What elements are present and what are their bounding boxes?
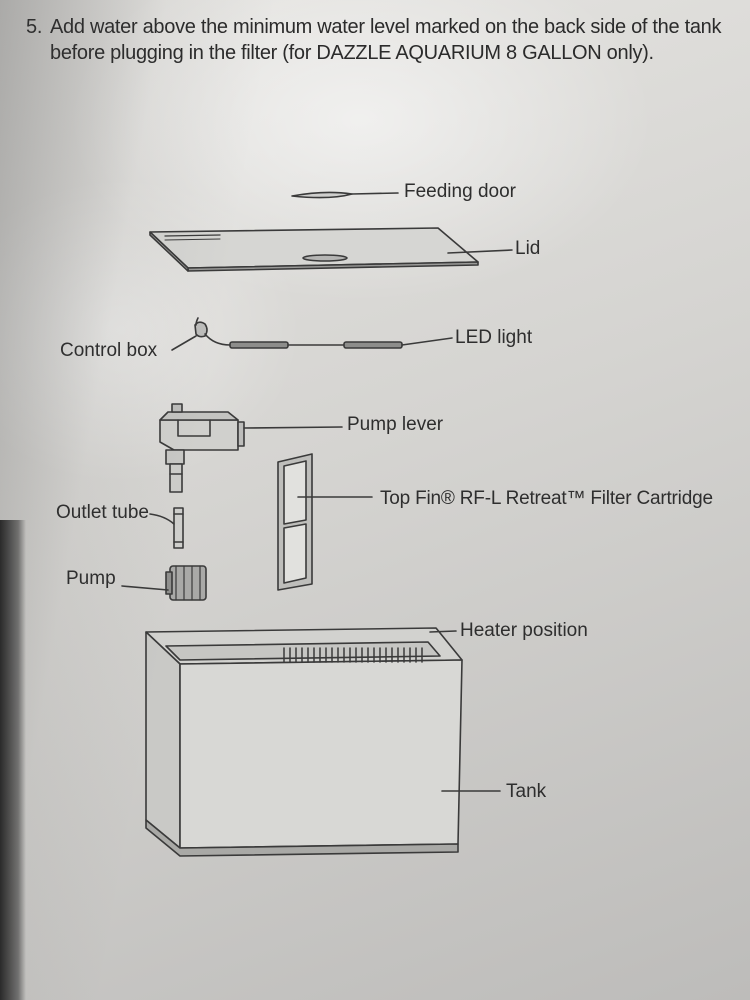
pump-drawing [121,565,207,601]
tank-drawing [145,627,501,857]
label-pump: Pump [66,568,116,589]
label-lid: Lid [515,238,541,259]
filter-cartridge-drawing [277,453,373,591]
instruction-line-1: Add water above the minimum water level … [50,16,722,38]
label-filter-cartridge: Top Fin® RF-L Retreat™ Filter Cartridge [380,488,713,509]
led-light-drawing [171,317,453,351]
instruction-line-2: before plugging in the filter (for DAZZL… [50,42,654,64]
label-tank: Tank [506,781,547,802]
label-heater-position: Heater position [460,620,588,641]
pump-head-drawing [159,403,343,493]
lid-drawing [149,227,513,272]
outlet-tube-drawing [149,507,184,549]
label-led-light: LED light [455,327,533,348]
label-control-box: Control box [60,340,158,361]
label-pump-lever: Pump lever [347,414,444,435]
step-number: 5. [26,16,43,38]
feeding-door-drawing [291,191,399,199]
label-outlet-tube: Outlet tube [56,502,149,523]
label-feeding-door: Feeding door [404,181,516,202]
page-edge-shadow [0,520,26,1000]
